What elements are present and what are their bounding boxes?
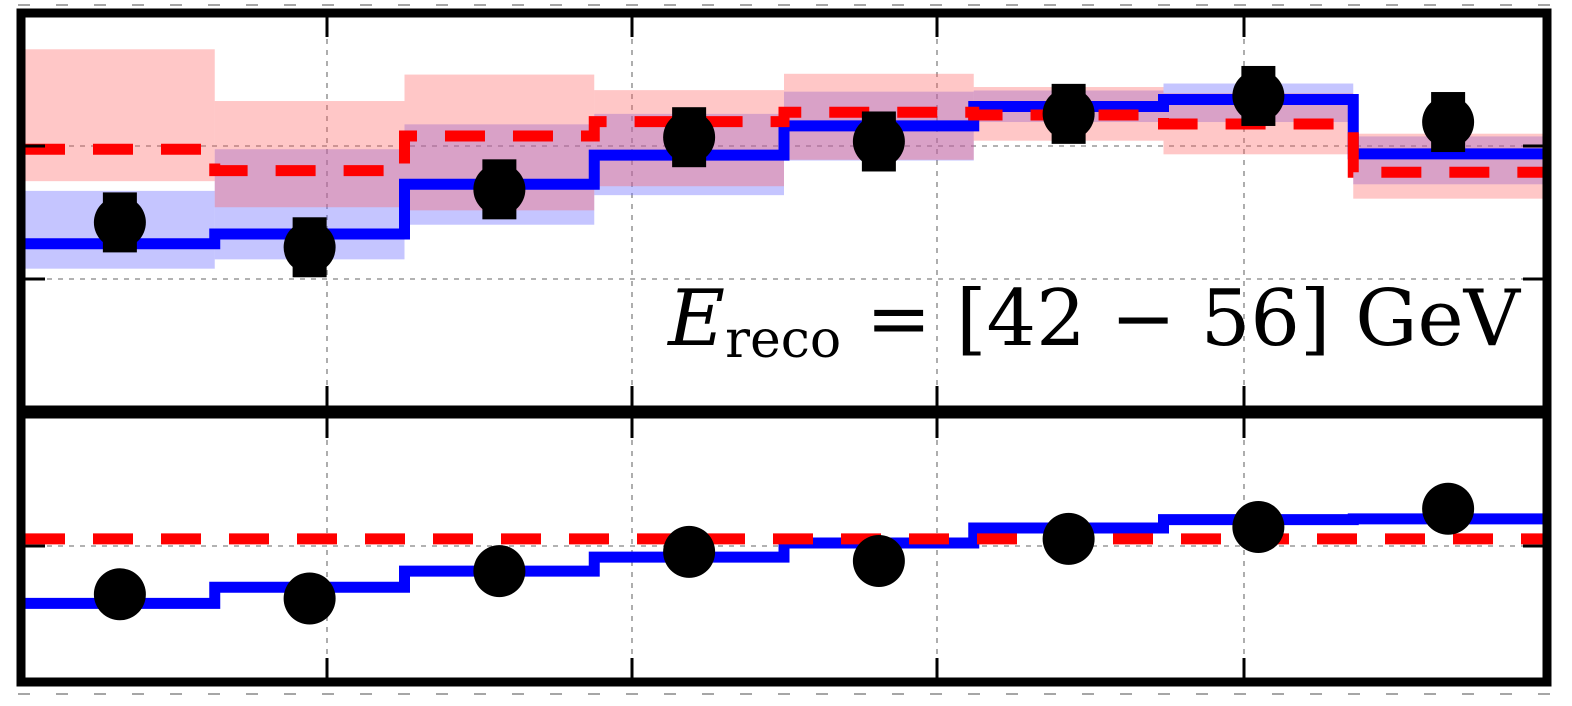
data-point-2 [473, 163, 526, 216]
data-point-4 [852, 115, 905, 168]
data-point-0 [93, 196, 146, 249]
data-point-6 [1232, 500, 1285, 553]
energy-range-annotation: Ereco = [42 − 56] GeV [666, 274, 1522, 370]
bottom-ticks [25, 418, 1543, 678]
data-point-7 [1422, 482, 1475, 535]
annotation-subscript: reco [725, 310, 841, 370]
data-point-2 [473, 545, 526, 598]
data-point-5 [1042, 512, 1095, 565]
top-ticks [25, 17, 1543, 406]
data-point-7 [1422, 96, 1475, 149]
data-point-6 [1232, 69, 1285, 122]
bottom-lines [25, 513, 1543, 609]
data-point-3 [663, 111, 716, 164]
red-band-0 [25, 49, 215, 182]
data-point-3 [663, 525, 716, 578]
data-point-1 [283, 221, 336, 274]
bottom-frame [16, 409, 1552, 687]
data-point-5 [1042, 87, 1095, 140]
data-point-4 [852, 535, 905, 587]
data-point-0 [93, 568, 146, 621]
red-band-1 [214, 101, 405, 208]
data-point-1 [283, 572, 336, 625]
bottom-points [93, 482, 1475, 625]
annotation-range: = [42 − 56] GeV [841, 274, 1522, 364]
blue-step-line [25, 513, 1543, 609]
annotation-symbol: E [666, 274, 725, 364]
outer-edge-ticks [18, 4, 1550, 695]
top-points [93, 65, 1475, 278]
top-panel: Ereco = [42 − 56] GeV [16, 8, 1552, 415]
bottom-panel [16, 409, 1552, 687]
